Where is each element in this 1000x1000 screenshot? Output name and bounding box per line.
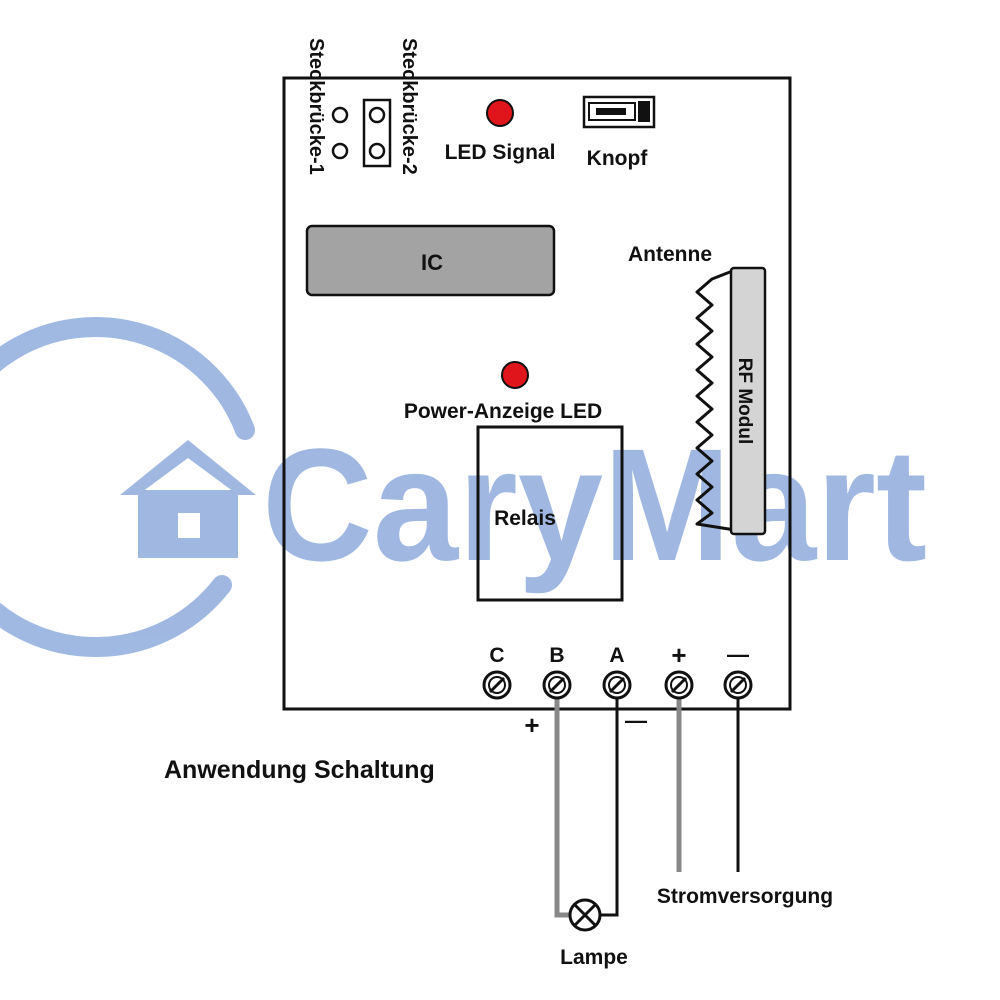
screw-terminal-b xyxy=(542,670,572,700)
screw-terminal-plus xyxy=(664,670,694,700)
lamp-wire-plus xyxy=(554,685,570,918)
screw-terminal-minus xyxy=(723,670,753,700)
signal-led xyxy=(486,99,514,127)
watermark-swoosh xyxy=(0,317,255,658)
terminal-b-label: B xyxy=(549,644,564,667)
lamp-plus-label: + xyxy=(524,710,539,740)
power-supply-label: Stromversorgung xyxy=(657,885,833,908)
jumper1-pins xyxy=(331,106,349,160)
terminal-plus-label: + xyxy=(671,640,686,670)
antenna-label: Antenne xyxy=(628,243,712,266)
relay-label: Relais xyxy=(494,507,556,530)
button-label: Knopf xyxy=(587,147,649,170)
lamp-minus-label: — xyxy=(625,708,647,733)
jumper1-label: Steckbrücke-1 xyxy=(305,38,327,175)
receiver-board xyxy=(282,76,792,711)
application-label: Anwendung Schaltung xyxy=(164,756,435,784)
rf-module xyxy=(729,266,767,536)
terminal-a-label: A xyxy=(609,644,624,667)
terminal-c-label: C xyxy=(489,644,504,667)
lamp-wire-minus xyxy=(600,685,619,917)
lamp-icon xyxy=(568,898,602,932)
carymart-watermark: CaryMart xyxy=(0,317,927,658)
ic-label: IC xyxy=(421,250,443,275)
jumper2-label: Steckbrücke-2 xyxy=(398,38,420,175)
screw-terminal-a xyxy=(602,670,632,700)
relay xyxy=(476,425,624,602)
lamp-label: Lampe xyxy=(560,946,628,969)
push-button xyxy=(582,95,656,129)
jumper2-bridge xyxy=(362,98,392,168)
house-icon xyxy=(120,440,256,558)
power-led xyxy=(501,361,529,389)
rf-module-label: RF Modul xyxy=(734,358,755,445)
screw-terminal-c xyxy=(482,670,512,700)
power-led-label: Power-Anzeige LED xyxy=(404,400,602,423)
ic-chip xyxy=(305,224,556,297)
antenna-coil xyxy=(695,268,736,532)
wiring xyxy=(554,685,740,918)
led-signal-label: LED Signal xyxy=(445,141,556,164)
watermark-text: CaryMart xyxy=(262,415,927,594)
terminal-minus-label: — xyxy=(727,642,749,667)
